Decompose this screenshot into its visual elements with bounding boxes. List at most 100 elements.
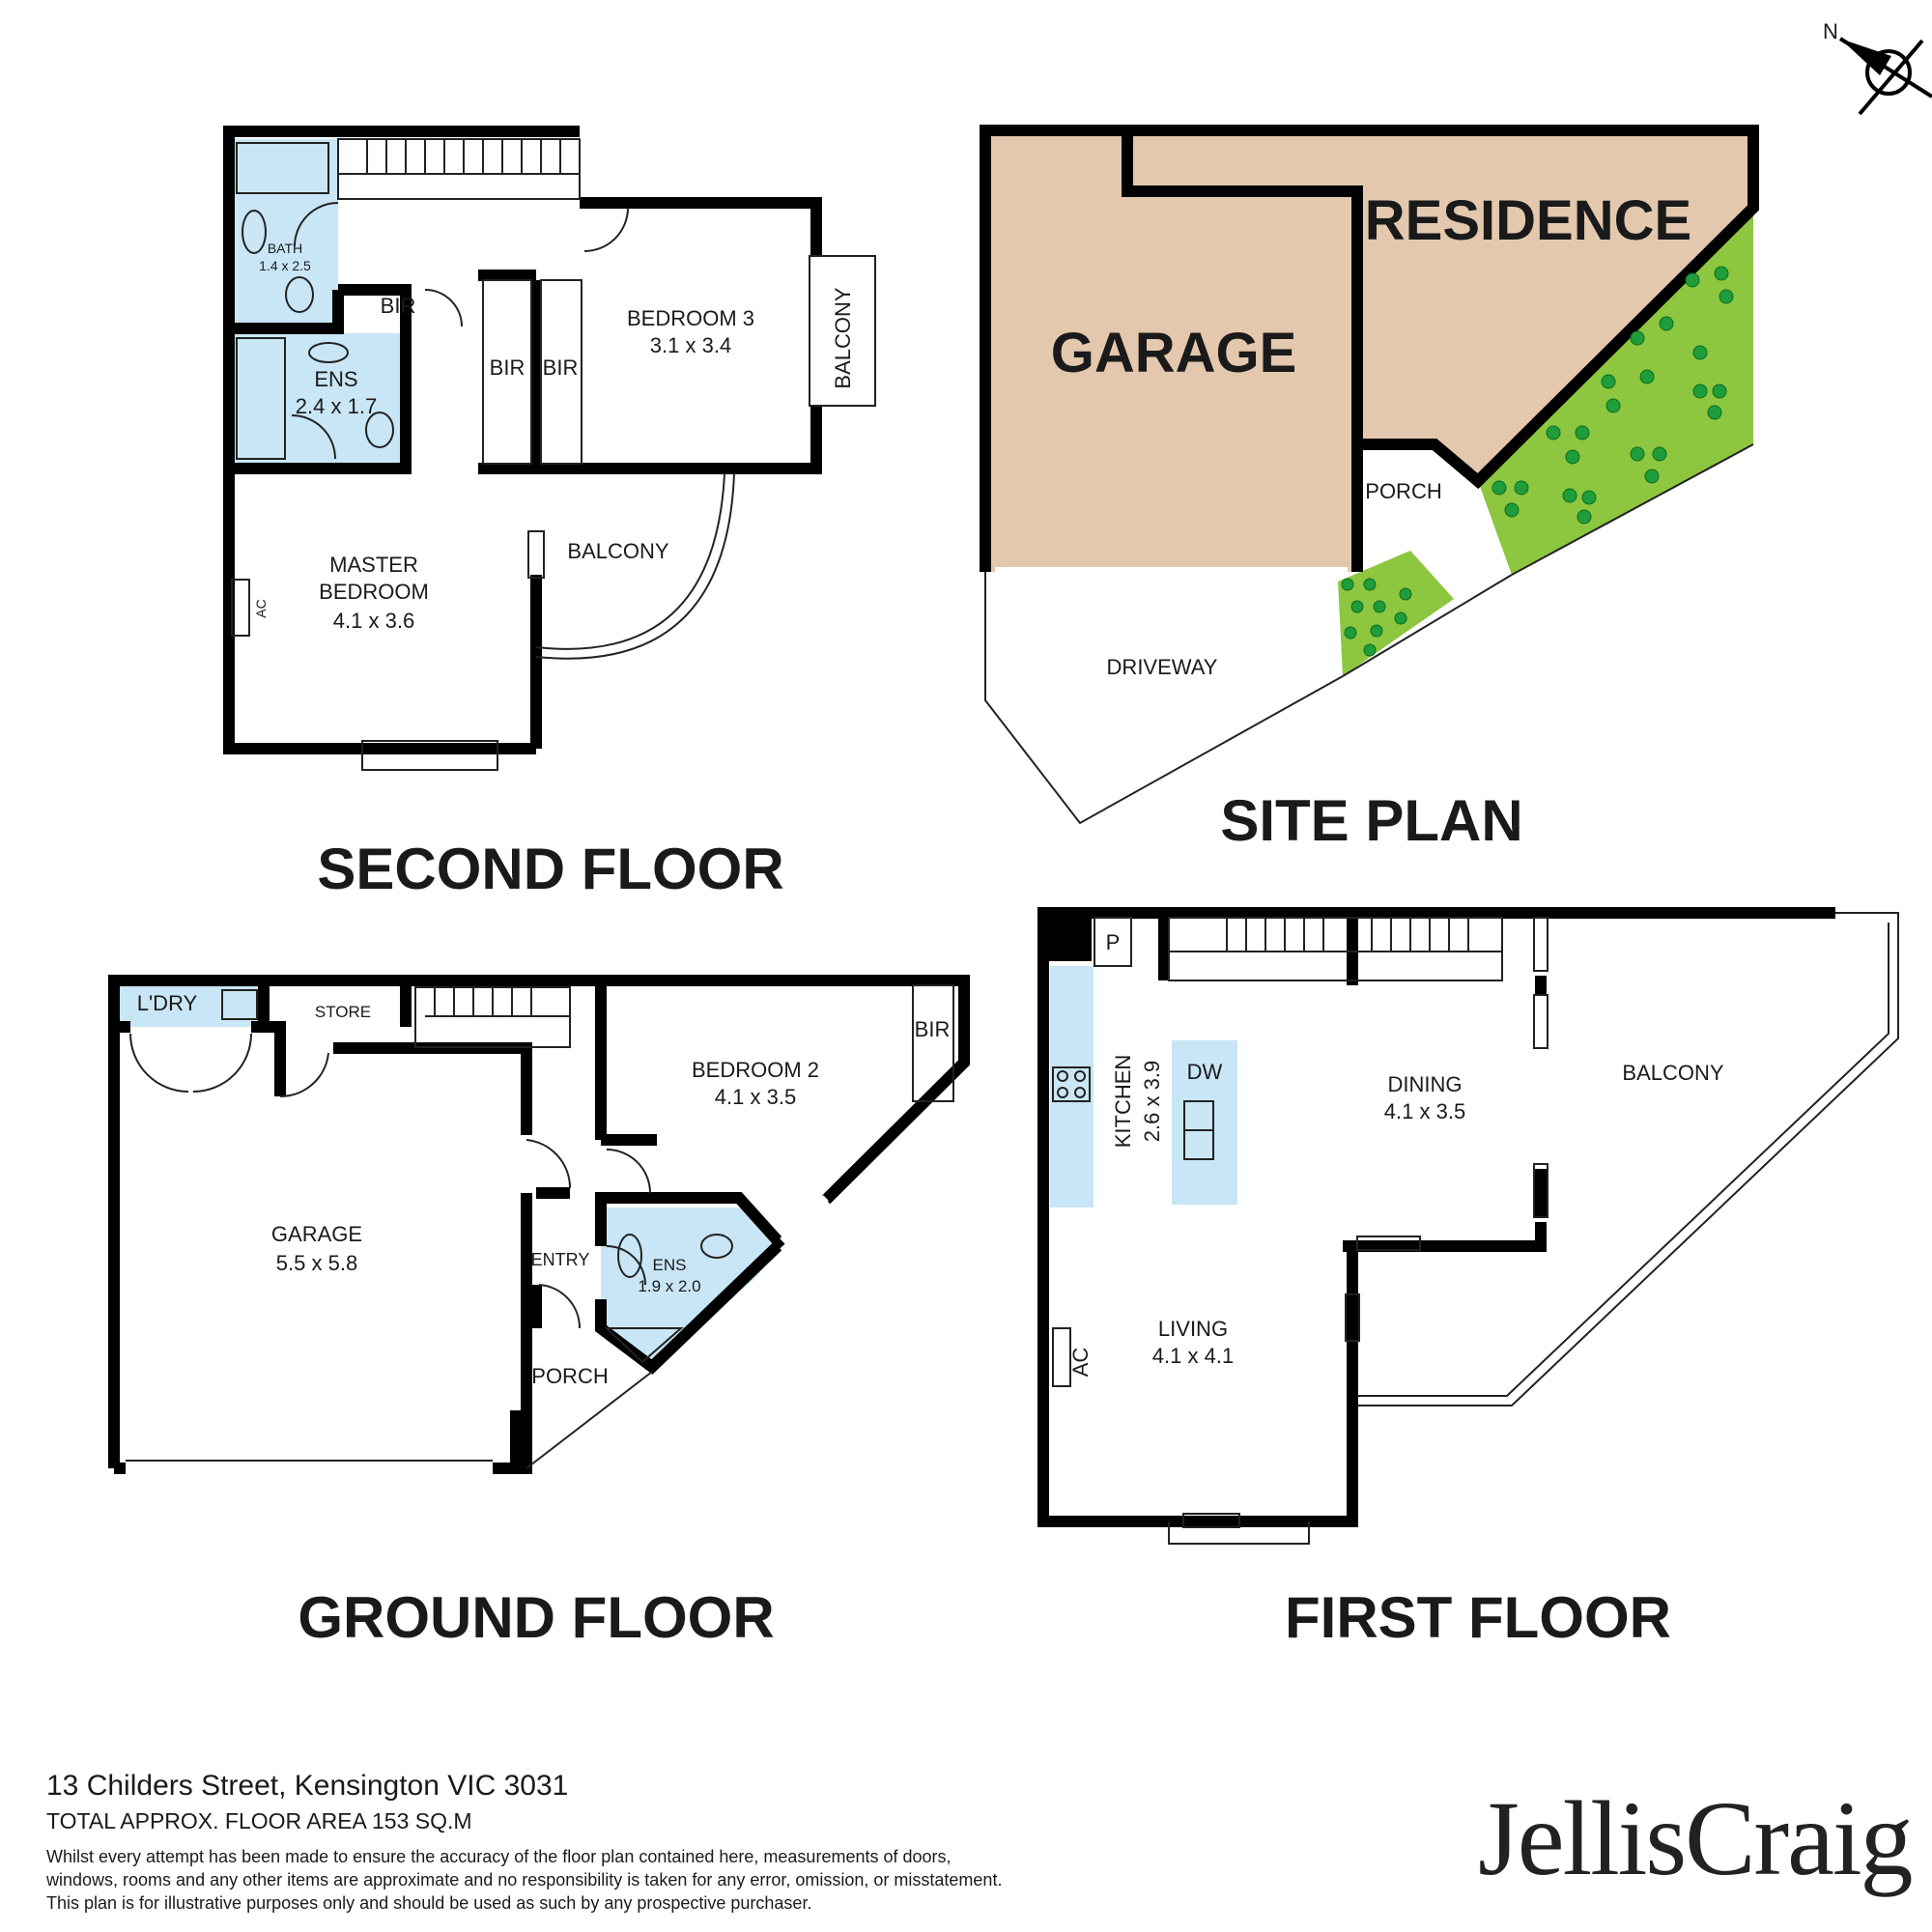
dishwasher-label: DW — [1187, 1060, 1223, 1084]
bedroom2-label: BEDROOM 2 — [692, 1058, 819, 1082]
bir-cupboard — [482, 279, 532, 465]
ens-size: 1.9 x 2.0 — [638, 1277, 700, 1295]
first-floor-wall — [1343, 1222, 1547, 1252]
building-footprint — [985, 130, 1753, 572]
balcony-outline — [1357, 923, 1889, 1397]
ground-floor-plan: L'DRY STORE BEDROOM 2 4.1 x 3.5 BIR GARA… — [108, 975, 970, 1650]
window — [361, 740, 498, 771]
bir-label: BIR — [915, 1017, 951, 1041]
balcony-curve — [535, 472, 725, 650]
second-floor-wall — [229, 290, 344, 334]
pantry — [1094, 917, 1132, 967]
second-floor-plan: BATH 1.4 x 2.5 ENS 2.4 x 1.7 BIR BIR BIR… — [223, 126, 876, 901]
sink-icon — [1183, 1100, 1214, 1160]
second-floor-wall — [536, 406, 822, 474]
door-swing — [538, 1284, 582, 1329]
ground-floor-wall — [595, 1192, 787, 1251]
door-swing — [606, 1245, 646, 1286]
bath-label: BATH — [268, 241, 302, 256]
shower-icon — [236, 337, 286, 460]
master-size: 4.1 x 3.6 — [333, 609, 414, 633]
second-floor-wall — [223, 126, 580, 754]
disclaimer-line-2: windows, rooms and any other items are a… — [46, 1870, 1003, 1889]
balcony-label: BALCONY — [567, 539, 668, 563]
basin-icon — [242, 210, 267, 254]
ac-unit — [1052, 1327, 1071, 1387]
wall-pier — [1043, 913, 1092, 961]
north-label: N — [1823, 19, 1838, 43]
second-floor-title: SECOND FLOOR — [317, 837, 783, 901]
window — [1182, 1513, 1240, 1528]
bedroom3-size: 3.1 x 3.4 — [650, 333, 731, 357]
kitchen-label: KITCHEN — [1111, 1055, 1135, 1149]
first-floor-wall — [1037, 907, 1835, 1527]
door-swing — [192, 1033, 252, 1093]
ground-floor-wall — [251, 1021, 286, 1096]
toilet-icon — [365, 412, 394, 448]
window — [780, 1195, 829, 1244]
living-label: LIVING — [1158, 1317, 1228, 1341]
disclaimer-line-1: Whilst every attempt has been made to en… — [46, 1847, 952, 1866]
disclaimer-line-3: This plan is for illustrative purposes o… — [46, 1893, 812, 1913]
door-swing — [526, 1139, 572, 1189]
total-floor-area: TOTAL APPROX. FLOOR AREA 153 SQ.M — [46, 1808, 472, 1833]
stairs — [1168, 917, 1503, 981]
kitchen-bench — [1050, 966, 1094, 1208]
ens-area — [601, 1208, 782, 1367]
living-size: 4.1 x 4.1 — [1152, 1344, 1234, 1368]
bir-cupboard — [912, 984, 954, 1102]
site-wall — [1122, 130, 1363, 444]
pantry-label: P — [1106, 930, 1121, 954]
driveway-label: DRIVEWAY — [1107, 655, 1218, 679]
first-floor-title: FIRST FLOOR — [1285, 1585, 1671, 1650]
boundary — [1511, 443, 1754, 576]
stairs — [337, 138, 581, 200]
ens-label: ENS — [314, 367, 357, 391]
sliding-door — [1533, 1163, 1548, 1218]
ens-label: ENS — [653, 1256, 687, 1274]
garden — [1478, 208, 1753, 575]
porch-label: PORCH — [531, 1364, 608, 1388]
second-floor-wall — [229, 284, 412, 474]
dining-size: 4.1 x 3.5 — [1384, 1099, 1465, 1123]
property-address: 13 Childers Street, Kensington VIC 3031 — [46, 1770, 569, 1802]
second-floor-wall — [580, 197, 822, 256]
first-floor-plan: P KITCHEN 2.6 x 3.9 DW DINING 4.1 x 3.5 … — [1037, 907, 1899, 1650]
porch-edge — [526, 1371, 653, 1469]
balcony-side-label: BALCONY — [831, 287, 855, 388]
door-swing — [606, 1149, 651, 1194]
bedroom3-label: BEDROOM 3 — [627, 306, 754, 330]
driveway-outline — [984, 572, 1344, 825]
tree-icon — [1341, 266, 1734, 657]
kitchen-size: 2.6 x 3.9 — [1140, 1061, 1164, 1142]
cooktop-icon — [1052, 1066, 1091, 1102]
master-label-1: MASTER — [329, 553, 418, 577]
sink-icon — [221, 989, 258, 1020]
toilet-icon — [285, 276, 314, 313]
balcony-side-window — [809, 255, 876, 407]
sliding-door — [527, 530, 545, 579]
ac-unit — [231, 579, 250, 637]
ac-label: AC — [253, 599, 269, 617]
laundry-label: L'DRY — [137, 991, 198, 1015]
ground-floor-wall — [108, 975, 970, 1468]
balcony-outline — [1357, 912, 1899, 1406]
basin-icon — [617, 1234, 642, 1278]
bir-cupboard — [540, 279, 582, 465]
bath-area — [229, 139, 338, 328]
site-garage-label: GARAGE — [1051, 322, 1297, 384]
door-swing — [424, 289, 463, 327]
site-plan: RESIDENCE GARAGE PORCH DRIVEWAY SITE PLA… — [980, 19, 1932, 853]
bir-label: BIR — [381, 294, 416, 318]
master-label-2: BEDROOM — [319, 580, 429, 604]
sliding-door — [1533, 917, 1548, 972]
bir-label: BIR — [490, 355, 526, 380]
kitchen-island — [1172, 1040, 1237, 1205]
site-plan-title: SITE PLAN — [1220, 788, 1522, 853]
sliding-door — [1356, 1236, 1421, 1251]
stairs — [414, 986, 571, 1048]
site-porch-label: PORCH — [1365, 479, 1441, 503]
bath-size: 1.4 x 2.5 — [259, 258, 311, 273]
door-swing — [129, 1033, 189, 1093]
window-sill — [1168, 1521, 1310, 1545]
